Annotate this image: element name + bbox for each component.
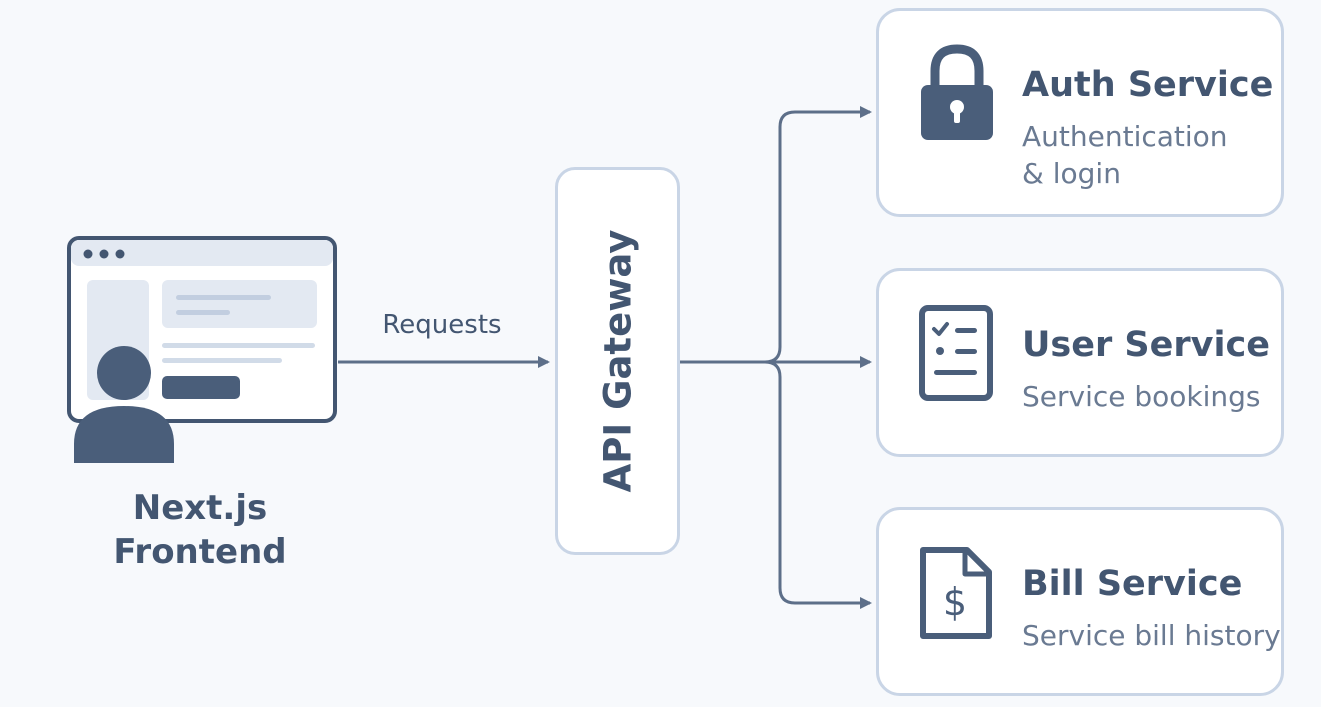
bill-service-description: Service bill history: [1022, 617, 1281, 654]
browser-with-user-icon: [67, 236, 337, 463]
checklist-icon: [919, 305, 993, 401]
auth-service-desc-line1: Authentication: [1022, 120, 1228, 153]
frontend-title-line1: Next.js: [132, 488, 268, 528]
lock-icon: [921, 44, 993, 140]
branch-to-bill-arrow: [764, 360, 872, 609]
bill-service-title: Bill Service: [1022, 564, 1243, 604]
bill-service-desc-line1: Service bill history: [1022, 619, 1281, 652]
auth-service-card: Auth Service Authentication & login: [876, 8, 1284, 217]
bill-document-icon: $: [920, 547, 992, 639]
auth-service-title: Auth Service: [1022, 65, 1274, 105]
auth-service-description: Authentication & login: [1022, 118, 1228, 192]
auth-service-desc-line2: & login: [1022, 157, 1121, 190]
user-service-description: Service bookings: [1022, 378, 1261, 415]
frontend-title-line2: Frontend: [113, 532, 287, 572]
api-gateway-node: API Gateway: [555, 167, 680, 555]
user-service-title: User Service: [1022, 325, 1270, 365]
frontend-label: Next.js Frontend: [60, 486, 340, 574]
branch-to-auth-arrow: [764, 106, 872, 364]
requests-label: Requests: [382, 310, 502, 340]
bill-service-card: $ Bill Service Service bill history: [876, 507, 1284, 696]
user-service-card: User Service Service bookings: [876, 268, 1284, 457]
api-gateway-label: API Gateway: [596, 229, 639, 493]
user-service-desc-line1: Service bookings: [1022, 380, 1261, 413]
svg-text:$: $: [943, 580, 967, 624]
